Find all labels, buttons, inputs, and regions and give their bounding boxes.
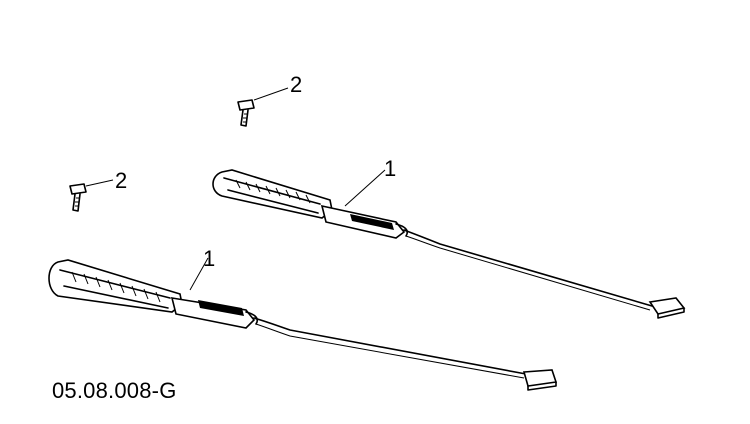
leader-screw-lower bbox=[85, 179, 114, 187]
callout-screw-upper: 2 bbox=[290, 72, 302, 97]
figure-code: 05.08.008-G bbox=[52, 378, 177, 403]
callout-screw-lower: 2 bbox=[115, 168, 127, 193]
leader-sensor-lower bbox=[189, 257, 209, 291]
leader-sensor-upper bbox=[344, 169, 386, 207]
callout-sensor-lower: 1 bbox=[203, 246, 215, 271]
sensor-upper bbox=[212, 169, 686, 319]
screw-lower bbox=[69, 183, 87, 212]
callout-sensor-upper: 1 bbox=[384, 156, 396, 181]
sensor-lower bbox=[48, 259, 558, 391]
screw-upper bbox=[237, 99, 255, 127]
leader-screw-upper bbox=[253, 87, 289, 101]
